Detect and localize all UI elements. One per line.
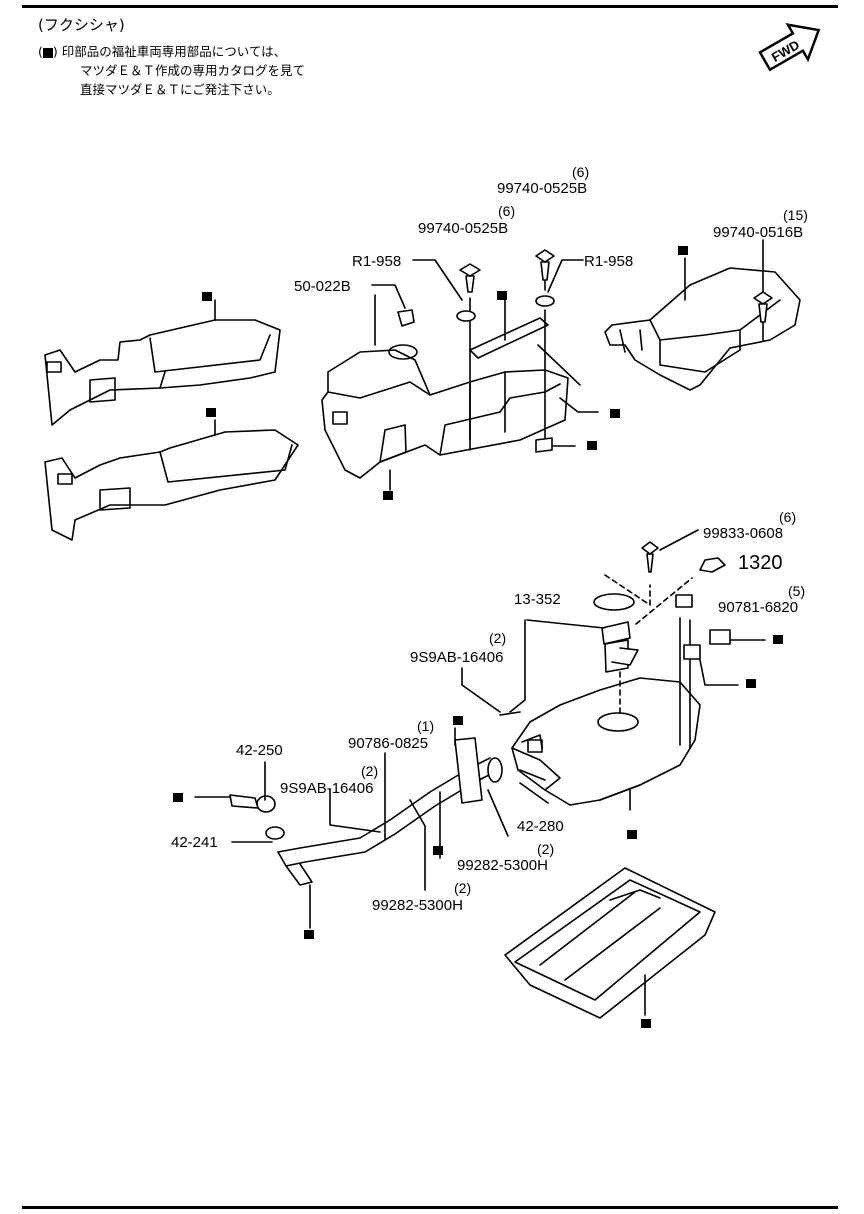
label-99740-0525b-a: 99740-0525B <box>497 180 587 197</box>
label-99282-5300h-a: 99282-5300H <box>457 857 548 874</box>
label-r1-958-a: R1-958 <box>352 253 401 270</box>
tank-under-cover <box>504 867 716 1019</box>
rear-floor-cover <box>604 267 801 391</box>
label-42-250: 42-250 <box>236 742 283 759</box>
label-99282-5300h-b: 99282-5300H <box>372 897 463 914</box>
note-mark: () <box>38 44 58 59</box>
label-90786-0825: 90786-0825 <box>348 735 428 752</box>
welfare-square-icon <box>42 47 53 58</box>
label-99282-5300h-b-qty: (2) <box>454 880 471 896</box>
label-42-280: 42-280 <box>517 818 564 835</box>
left-trim-panel-lower <box>44 429 299 541</box>
center-floor-trim <box>321 317 569 479</box>
label-9s9ab-16406-b: 9S9AB-16406 <box>280 780 373 797</box>
note-line-1: () 印部品の福祉車両専用部品については、 <box>38 44 287 59</box>
welfare-markers <box>173 246 783 1028</box>
note-line-3: 直接マツダＥ＆Ｔにご発注下さい。 <box>80 82 280 97</box>
page-title: (フクシシャ) <box>38 16 125 34</box>
bottom-rule <box>22 1206 838 1209</box>
note-line-2: マツダＥ＆Ｔ作成の専用カタログを見て <box>80 63 306 78</box>
label-99833-0608: 99833-0608 <box>703 525 783 542</box>
label-99740-0525b-b: 99740-0525B <box>418 220 508 237</box>
label-1320-ref: 1320 <box>738 552 783 574</box>
label-90786-0825-qty: (1) <box>417 718 434 734</box>
welfare-note: () 印部品の福祉車両専用部品については、 マツダＥ＆Ｔ作成の専用カタログを見て… <box>38 42 305 99</box>
label-r1-958-b: R1-958 <box>584 253 633 270</box>
top-rule <box>22 5 838 8</box>
fwd-arrow-icon: FWD <box>758 23 821 72</box>
label-9s9ab-16406-a-qty: (2) <box>489 630 506 646</box>
label-9s9ab-16406-b-qty: (2) <box>361 763 378 779</box>
filler-pipe <box>229 711 521 886</box>
label-50-022b: 50-022B <box>294 278 351 295</box>
label-99282-5300h-a-qty: (2) <box>537 841 554 857</box>
label-99740-0516b-qty: (15) <box>783 207 808 223</box>
header: (フクシシャ) <box>38 14 125 35</box>
label-9s9ab-16406-a: 9S9AB-16406 <box>410 649 503 666</box>
label-42-241: 42-241 <box>171 834 218 851</box>
fuel-tank <box>511 677 701 811</box>
label-99740-0516b: 99740-0516B <box>713 224 803 241</box>
label-90781-6820: 90781-6820 <box>718 599 798 616</box>
label-99833-0608-qty: (6) <box>779 509 796 525</box>
left-trim-panel-upper <box>44 319 281 426</box>
screw-icon <box>397 249 773 453</box>
label-90781-6820-qty: (5) <box>788 583 805 599</box>
fuel-pump <box>593 593 639 673</box>
label-13-352: 13-352 <box>514 591 561 608</box>
label-99740-0525b-a-qty: (6) <box>572 164 589 180</box>
label-99740-0525b-b-qty: (6) <box>498 203 515 219</box>
